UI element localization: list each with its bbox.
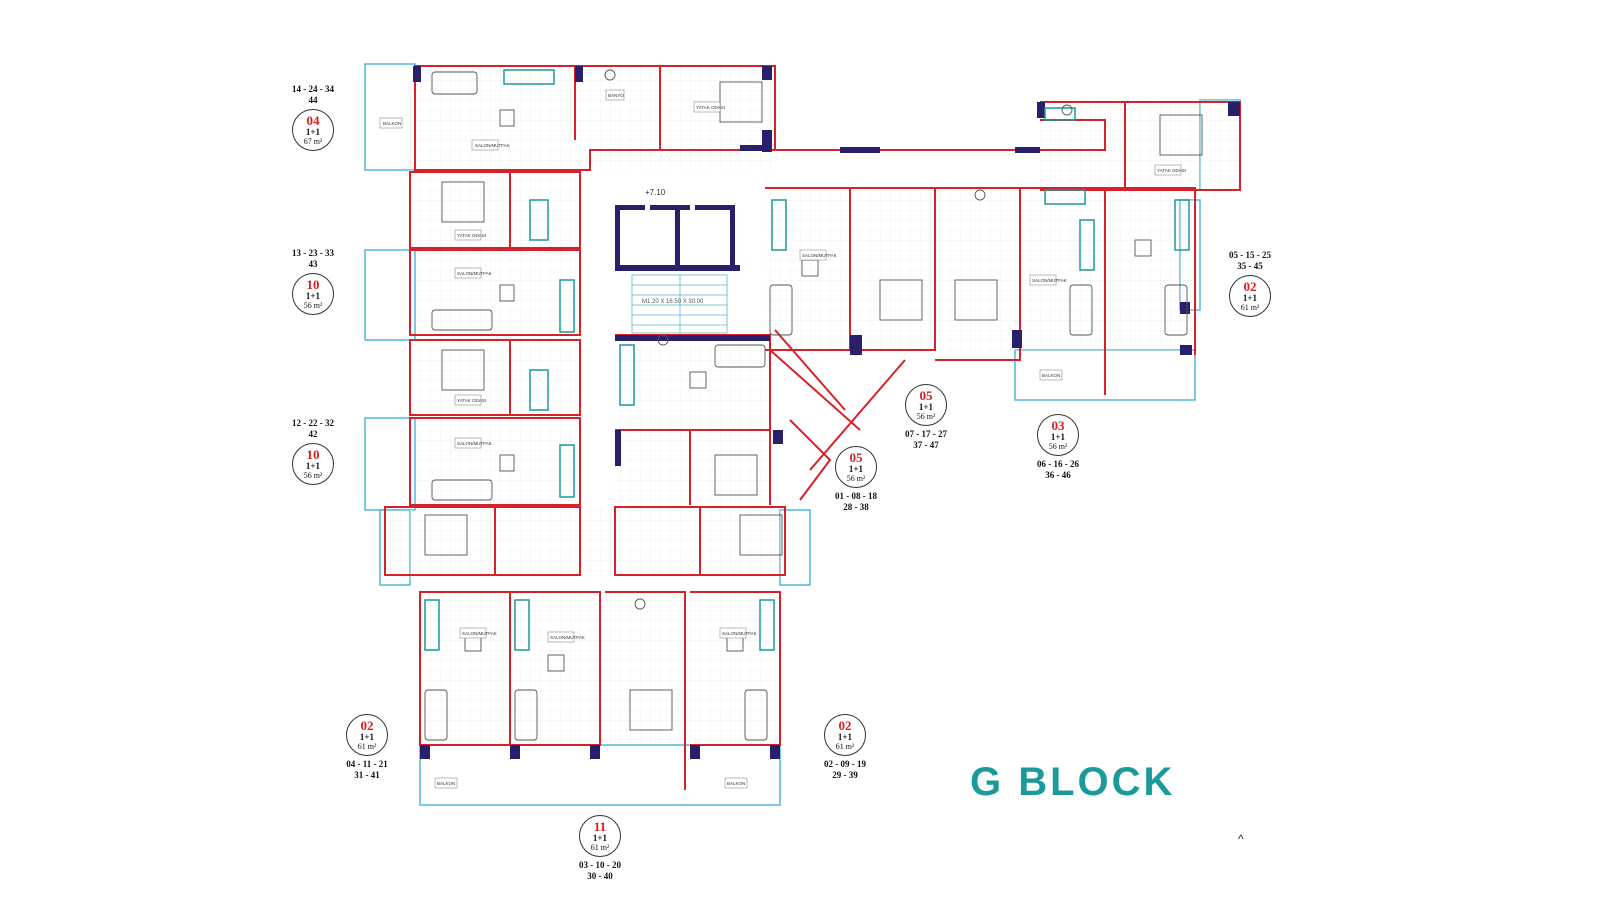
stair-note: M1.20 X 16.50 X 30.00 bbox=[642, 299, 704, 305]
unit-badge: 05 1+1 56 m² bbox=[905, 384, 947, 426]
svg-text:SALON/MUTFAK: SALON/MUTFAK bbox=[457, 441, 492, 446]
svg-text:SALON/MUTFAK: SALON/MUTFAK bbox=[462, 631, 497, 636]
svg-text:SALON/MUTFAK: SALON/MUTFAK bbox=[1032, 278, 1067, 283]
walls bbox=[384, 65, 1241, 790]
unit-badge: 10 1+1 56 m² bbox=[292, 273, 334, 315]
furniture bbox=[424, 69, 1203, 741]
unit-badge: 05 1+1 56 m² bbox=[835, 446, 877, 488]
svg-text:YATAK ODASI: YATAK ODASI bbox=[457, 233, 486, 238]
unit-badge: 11 1+1 61 m² bbox=[579, 815, 621, 857]
svg-text:BANYO: BANYO bbox=[608, 93, 624, 98]
svg-text:SALON/MUTFAK: SALON/MUTFAK bbox=[802, 253, 837, 258]
svg-text:BALKON: BALKON bbox=[1042, 373, 1060, 378]
caret-mark: ^ bbox=[1238, 832, 1244, 846]
svg-text:YATAK ODASI: YATAK ODASI bbox=[1157, 168, 1186, 173]
unit-badge: 03 1+1 56 m² bbox=[1037, 414, 1079, 456]
svg-text:SALON/MUTFAK: SALON/MUTFAK bbox=[457, 271, 492, 276]
unit-badge: 02 1+1 61 m² bbox=[824, 714, 866, 756]
floor-areas bbox=[385, 64, 1240, 745]
svg-text:SALON/MUTFAK: SALON/MUTFAK bbox=[475, 143, 510, 148]
svg-text:YATAK ODASI: YATAK ODASI bbox=[457, 398, 486, 403]
unit-badge: 02 1+1 61 m² bbox=[346, 714, 388, 756]
svg-text:YATAK ODASI: YATAK ODASI bbox=[696, 105, 725, 110]
structural-elements bbox=[413, 66, 1240, 759]
svg-text:BALKON: BALKON bbox=[383, 121, 401, 126]
svg-text:BALKON: BALKON bbox=[437, 781, 455, 786]
staircase bbox=[631, 274, 728, 334]
svg-text:SALON/MUTFAK: SALON/MUTFAK bbox=[722, 631, 757, 636]
block-title: G BLOCK bbox=[970, 760, 1176, 804]
svg-text:BALKON: BALKON bbox=[727, 781, 745, 786]
unit-badge: 04 1+1 67 m² bbox=[292, 109, 334, 151]
stair-level: +7.10 bbox=[645, 188, 666, 197]
unit-badge: 02 1+1 61 m² bbox=[1229, 275, 1271, 317]
room-tags: SALON/MUTFAK BALKON YATAK ODASI BANYO YA… bbox=[379, 89, 1186, 789]
kitchen-counters bbox=[424, 69, 1190, 651]
unit-badge: 10 1+1 56 m² bbox=[292, 443, 334, 485]
svg-text:SALON/MUTFAK: SALON/MUTFAK bbox=[550, 635, 585, 640]
